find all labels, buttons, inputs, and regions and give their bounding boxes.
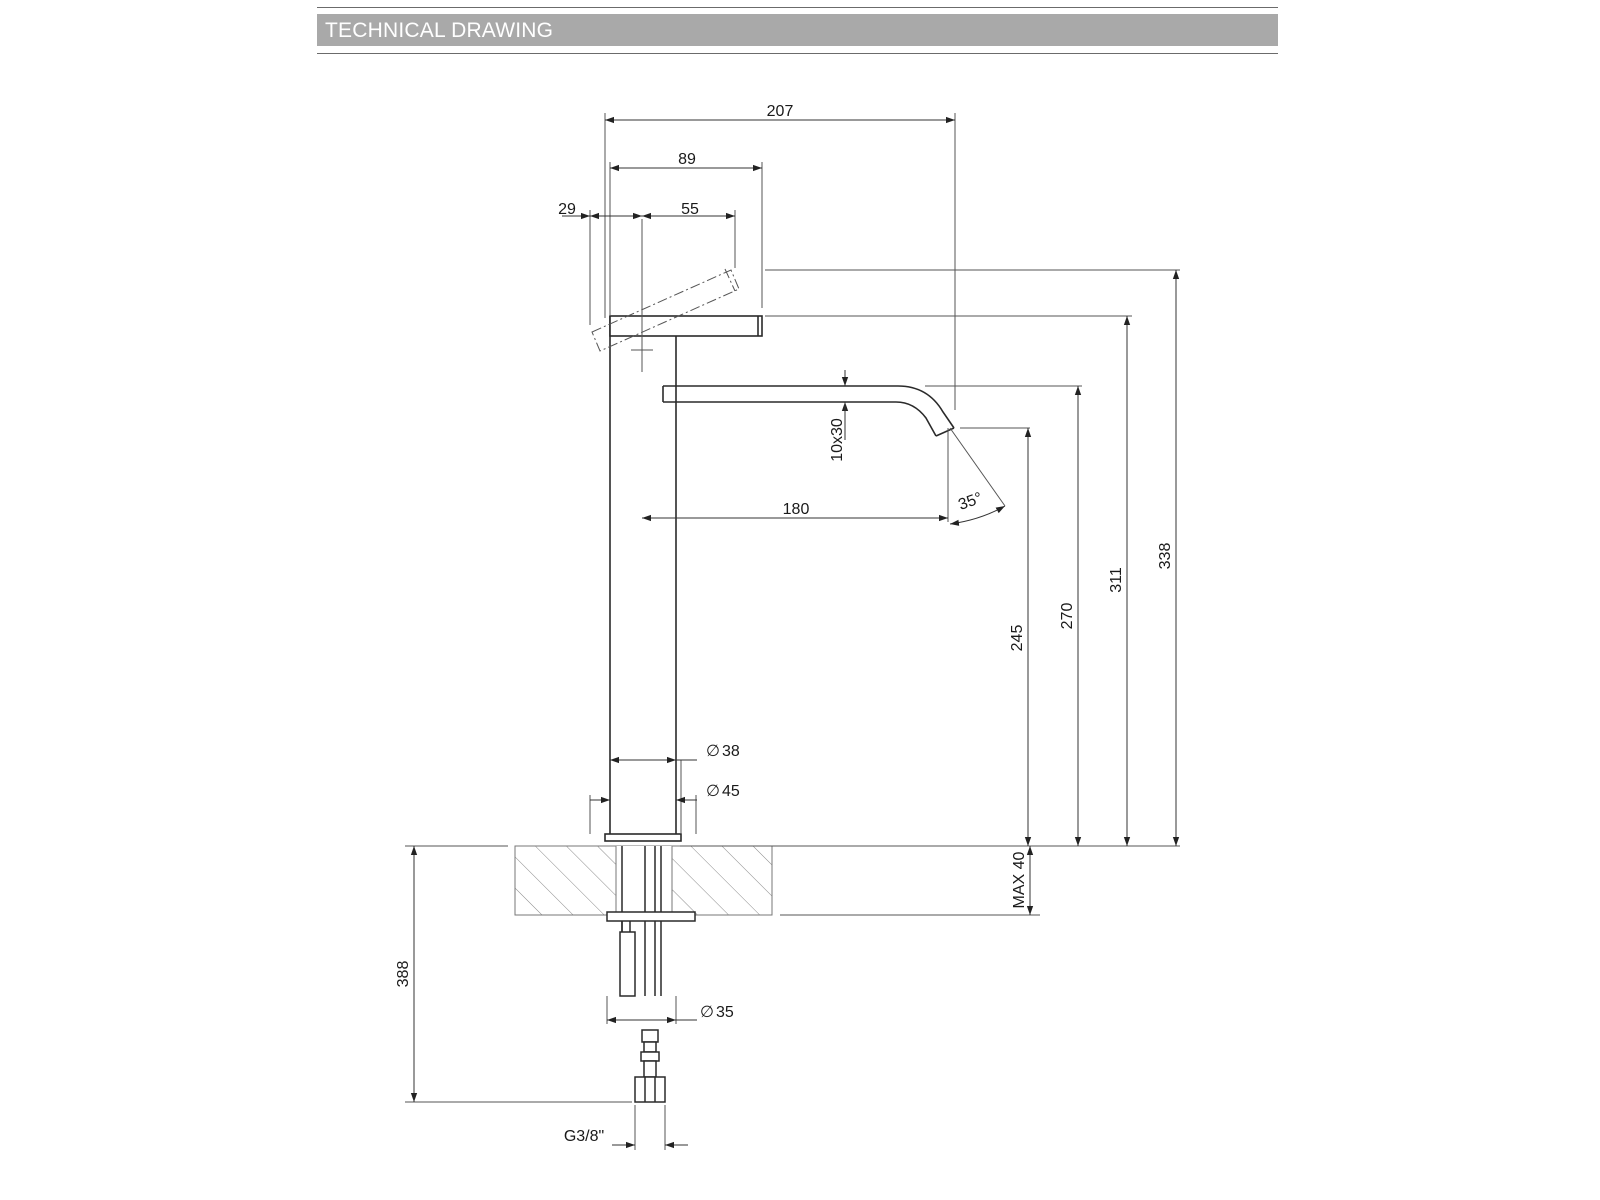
dimension-lines xyxy=(410,116,1180,1149)
header-bottom-rule xyxy=(317,53,1278,54)
dim-spout-section: 10x30 xyxy=(829,418,846,462)
dim-lever-reach: 89 xyxy=(678,151,696,168)
diameter-symbol: ∅ xyxy=(706,743,720,760)
dim-lever-top-height: 311 xyxy=(1108,567,1125,593)
section-header: TECHNICAL DRAWING xyxy=(317,14,1278,46)
dim-lever-length: 55 xyxy=(681,201,699,218)
dim-lever-offset: 29 xyxy=(558,201,576,218)
hose-connector xyxy=(634,1029,666,1103)
dim-body-diameter: ∅38 xyxy=(706,743,740,760)
dim-overall-reach: 207 xyxy=(767,103,794,120)
lever-raised-phantom xyxy=(591,268,740,352)
diameter-symbol: ∅ xyxy=(700,1004,714,1021)
dim-base-diameter: ∅45 xyxy=(706,783,740,800)
base-diameter-value: 45 xyxy=(722,783,740,800)
dim-below-deck-length: 388 xyxy=(395,961,412,988)
spout xyxy=(662,385,955,437)
countertop-section xyxy=(514,845,773,916)
dim-spout-angle: 35° xyxy=(956,490,985,514)
dim-shank-diameter: ∅35 xyxy=(700,1004,734,1021)
section-title: TECHNICAL DRAWING xyxy=(325,19,554,42)
dim-spout-projection: 180 xyxy=(783,501,810,518)
body-diameter-value: 38 xyxy=(722,743,740,760)
diameter-symbol: ∅ xyxy=(706,783,720,800)
mounting-shank xyxy=(606,846,696,997)
header-top-rule xyxy=(317,7,1278,8)
shank-diameter-value: 35 xyxy=(716,1004,734,1021)
faucet-body xyxy=(604,316,682,842)
dimension-labels: 207 89 29 55 180 35° 10x30 338 311 270 2… xyxy=(395,103,1174,1145)
dim-lever-raised-height: 338 xyxy=(1157,543,1174,570)
dim-spout-top-height: 270 xyxy=(1059,603,1076,630)
pivot-centermark xyxy=(631,219,653,372)
lever-handle xyxy=(609,315,763,337)
extension-lines xyxy=(405,113,1180,1150)
dim-spout-outlet-height: 245 xyxy=(1009,625,1026,652)
dim-deck-thickness: MAX 40 xyxy=(1011,851,1028,908)
dim-connection-thread: G3/8" xyxy=(564,1128,604,1145)
